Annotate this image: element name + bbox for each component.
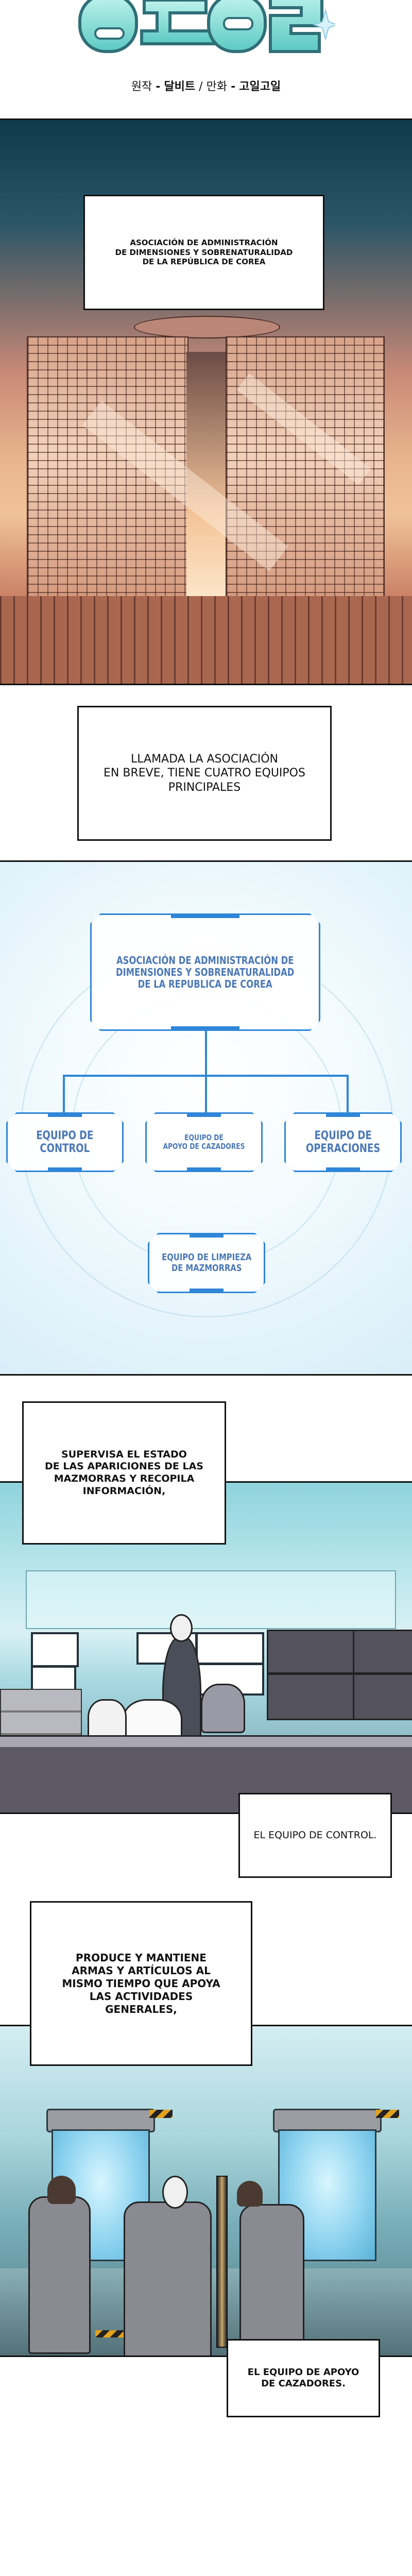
glass-wall [26, 1570, 396, 1629]
original-author: 달비트 [164, 80, 196, 93]
desk-monitor [353, 1630, 412, 1674]
support-caption-top: PRODUCE Y MANTIENE ARMAS Y ARTÍCULOS AL … [30, 1901, 252, 2066]
hazard-stripe [149, 2110, 173, 2118]
support-caption-bottom: EL EQUIPO DE APOYO DE CAZADORES. [227, 2339, 380, 2417]
control-caption-top-text: SUPERVISA EL ESTADO DE LAS APARICIONES D… [45, 1448, 203, 1497]
control-caption-bottom-text: EL EQUIPO DE CONTROL. [253, 1829, 377, 1841]
team-label: EQUIPO DE APOYO DE CAZADORES [163, 1132, 245, 1151]
support-caption-top-text: PRODUCE Y MANTIENE ARMAS Y ARTÍCULOS AL … [62, 1951, 220, 2015]
art-label: 만화 [206, 80, 228, 93]
team-label: EQUIPO DE LIMPIEZA DE MAZMORRAS [161, 1251, 252, 1274]
worker-head [237, 2181, 263, 2207]
series-logo [77, 0, 338, 62]
connector-left [63, 1075, 65, 1113]
worker-head [162, 2176, 188, 2209]
right-tower [226, 336, 385, 627]
seated-worker [201, 1684, 245, 1733]
worker [28, 2196, 91, 2354]
equipment-cases [0, 1689, 82, 1737]
tank-cap [46, 2109, 155, 2132]
control-caption-top: SUPERVISA EL ESTADO DE LAS APARICIONES D… [22, 1401, 226, 1545]
team-node-hunter-support: EQUIPO DE APOYO DE CAZADORES [145, 1112, 263, 1172]
control-caption-bottom: EL EQUIPO DE CONTROL. [238, 1793, 392, 1878]
hazard-stripe [376, 2110, 399, 2118]
building-caption: ASOCIACIÓN DE ADMINISTRACIÓN DE DIMENSIO… [83, 195, 324, 310]
connector-vertical [205, 1031, 207, 1113]
sword [216, 2176, 228, 2348]
art-author: 고일고일 [239, 80, 281, 93]
building-panel [0, 118, 412, 685]
wall-monitor [31, 1632, 79, 1667]
desk-monitor [353, 1673, 412, 1720]
org-root-node: ASOCIACIÓN DE ADMINISTRACIÓN DE DIMENSIO… [90, 913, 320, 1031]
org-chart-panel: ASOCIACIÓN DE ADMINISTRACIÓN DE DIMENSIO… [0, 860, 412, 1376]
desk-monitor [267, 1673, 355, 1720]
worker [124, 2201, 212, 2355]
separator: - [231, 80, 236, 93]
worker-head [47, 2176, 76, 2204]
building-caption-text: ASOCIACIÓN DE ADMINISTRACIÓN DE DIMENSIO… [115, 238, 293, 267]
connector-right [347, 1075, 349, 1113]
head [170, 1614, 193, 1642]
connector-horizontal [63, 1075, 349, 1077]
worker [239, 2204, 304, 2355]
team-label: EQUIPO DE CONTROL [36, 1129, 94, 1155]
credits: 원작 - 달비트 / 만화 - 고일고일 [0, 77, 412, 94]
city-buildings [0, 596, 412, 684]
team-node-control: EQUIPO DE CONTROL [6, 1112, 124, 1172]
intro-caption-text: LLAMADA LA ASOCIACIÓN EN BREVE, TIENE CU… [104, 752, 305, 794]
building-roof-disc [134, 316, 280, 338]
slash: / [199, 80, 203, 93]
intro-caption: LLAMADA LA ASOCIACIÓN EN BREVE, TIENE CU… [77, 706, 332, 841]
team-node-dungeon-cleanup: EQUIPO DE LIMPIEZA DE MAZMORRAS [148, 1233, 265, 1293]
wall-monitor [196, 1632, 264, 1665]
tower-gap [186, 352, 226, 625]
support-caption-bottom-text: EL EQUIPO DE APOYO DE CAZADORES. [247, 2366, 359, 2389]
org-root-label: ASOCIACIÓN DE ADMINISTRACIÓN DE DIMENSIO… [116, 954, 295, 990]
separator: - [156, 80, 161, 93]
left-tower [27, 336, 188, 627]
team-label: EQUIPO DE OPERACIONES [305, 1129, 381, 1155]
team-node-operations: EQUIPO DE OPERACIONES [284, 1112, 402, 1172]
hunter-support-panel [0, 2025, 412, 2357]
original-label: 원작 [131, 80, 152, 93]
desk-monitor [267, 1630, 355, 1674]
